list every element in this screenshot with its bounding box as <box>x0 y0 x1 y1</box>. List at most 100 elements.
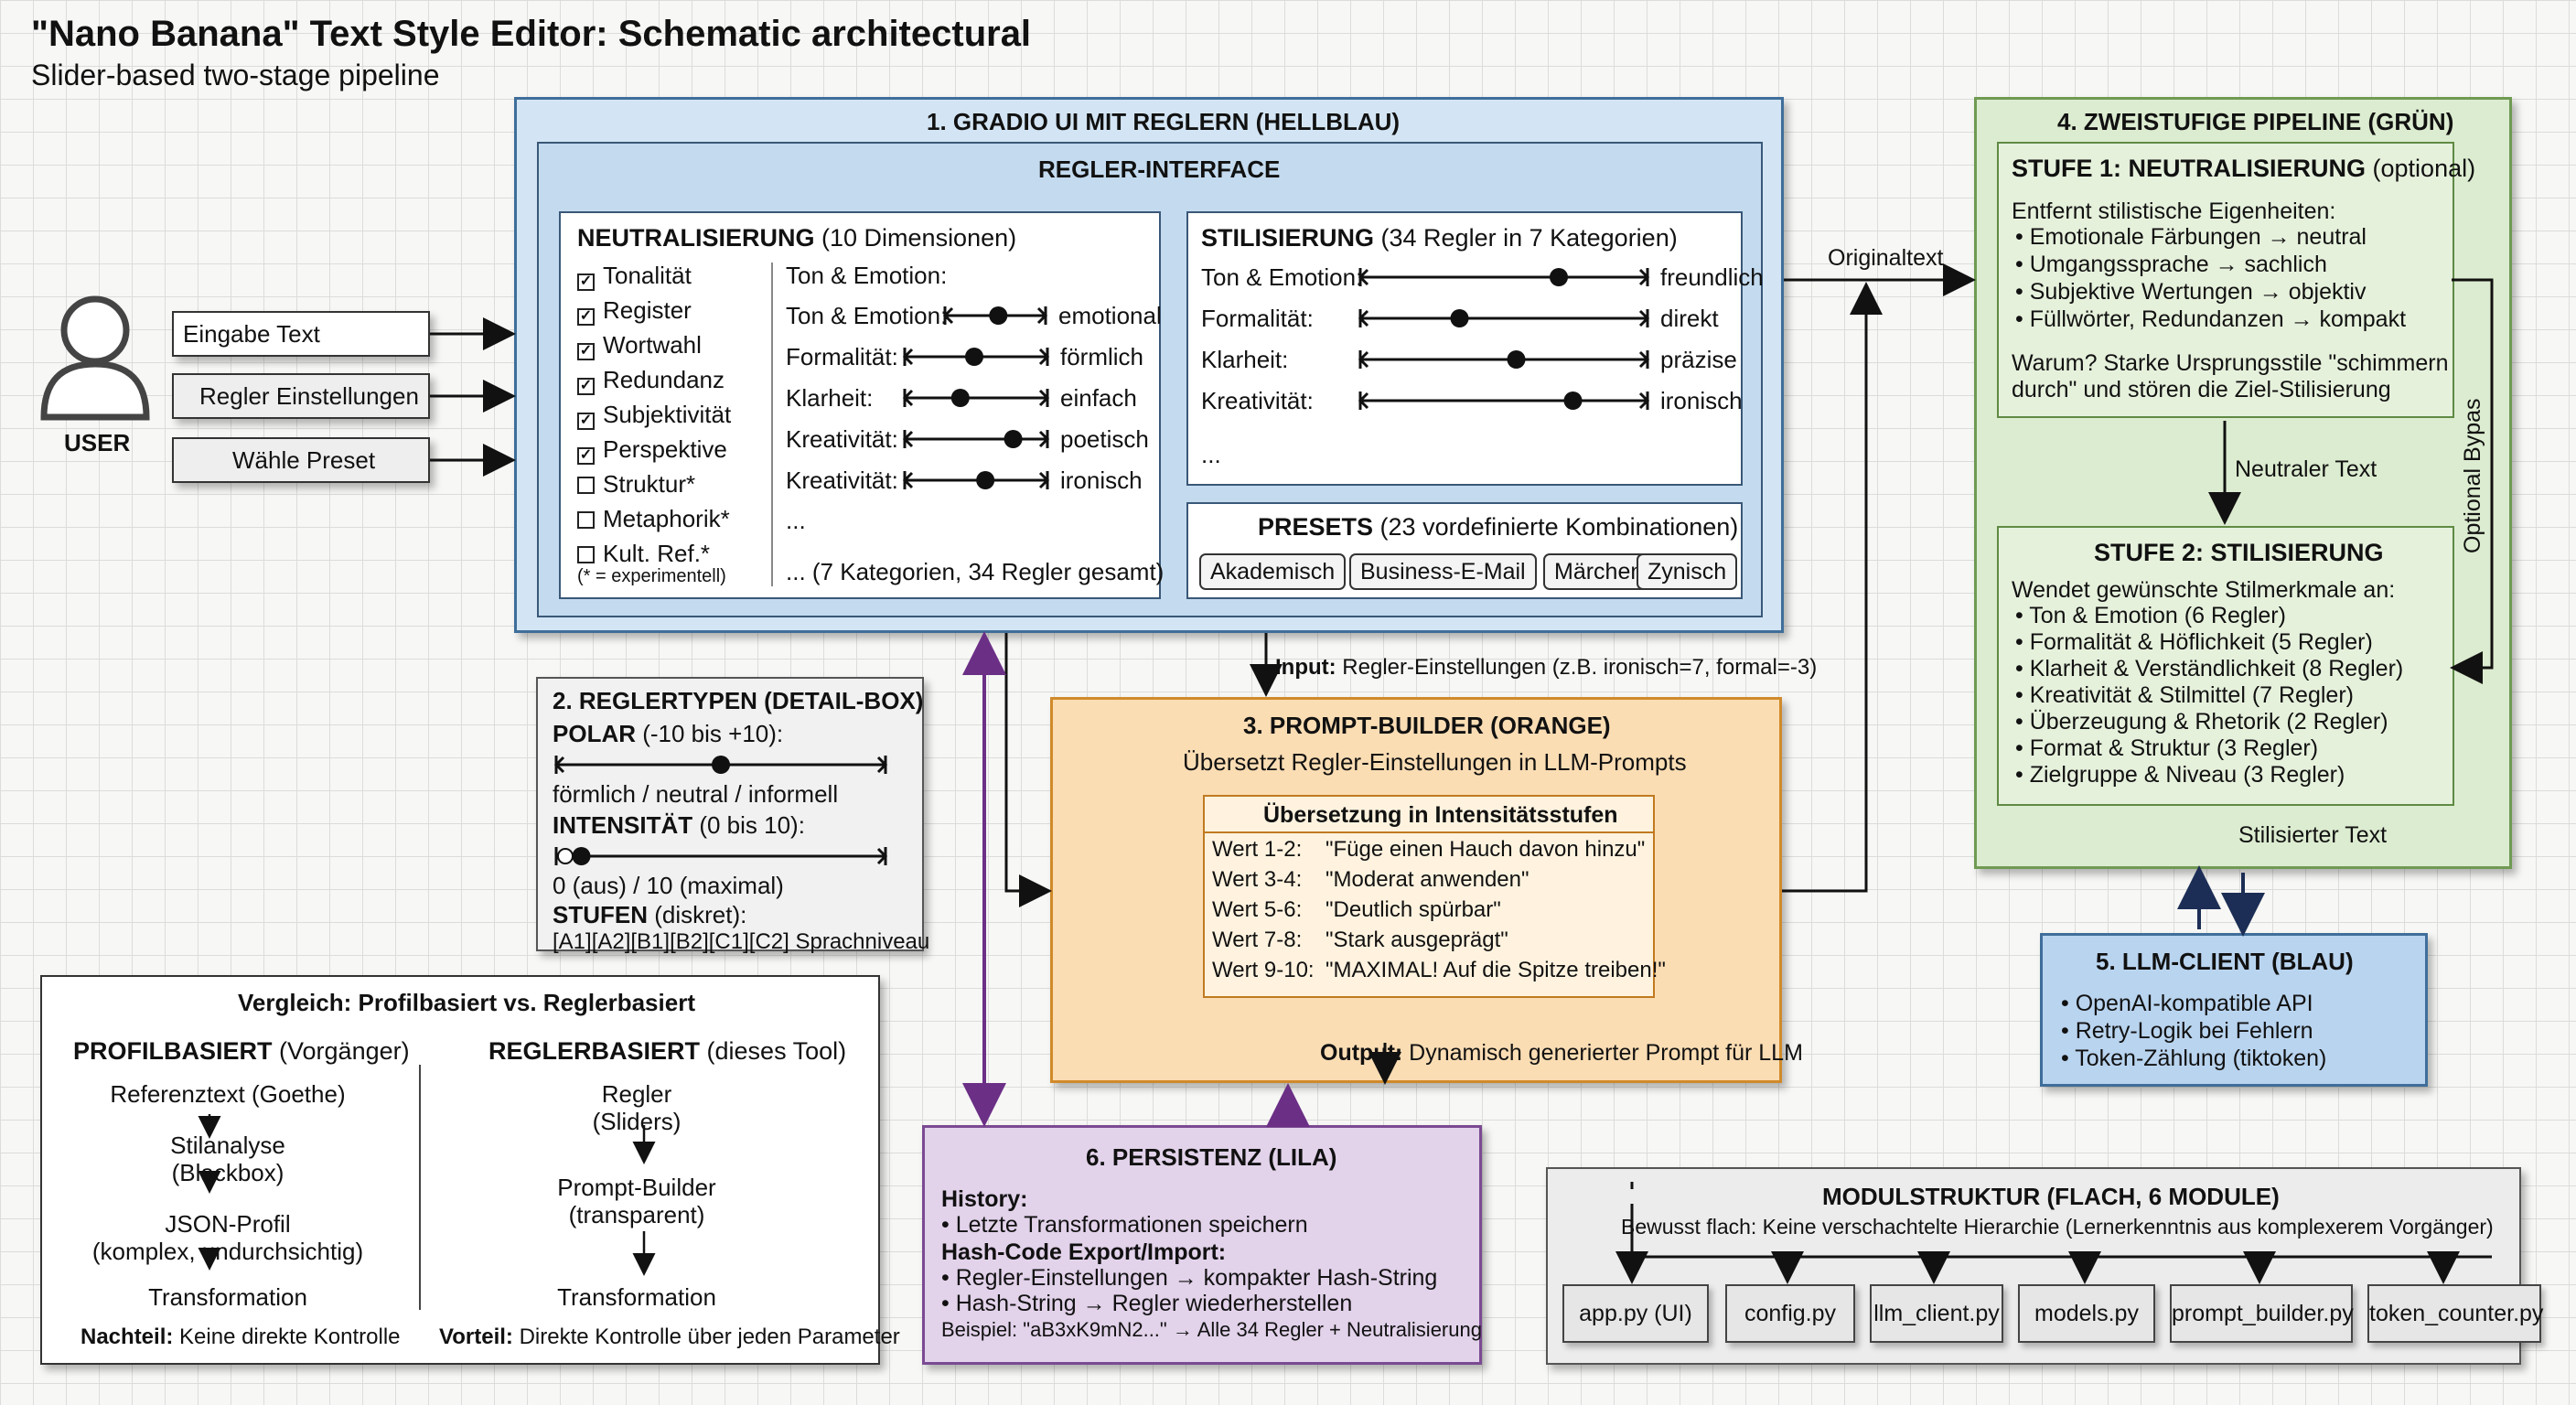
checkbox-icon: ✓ <box>577 273 595 291</box>
prompt-builder-panel: 3. PROMPT-BUILDER (ORANGE) Übersetzt Reg… <box>1050 697 1803 1083</box>
preset-zynisch[interactable]: Zynisch <box>1637 553 1738 590</box>
checkbox-icon <box>577 546 595 563</box>
checkbox-icon <box>577 511 595 529</box>
translation-rows: Wert 1-2:"Füge einen Hauch davon hinzu"W… <box>1212 837 1666 994</box>
dimension-label: Redundanz <box>603 366 724 393</box>
presets-panel: PRESETS (23 vordefinierte Kombinationen)… <box>1186 502 1743 599</box>
dimension-checkbox-item[interactable]: Kult. Ref.* <box>577 540 711 568</box>
intensity-level-text: "Stark ausgeprägt" <box>1326 928 1508 952</box>
stil-slider-track[interactable] <box>1357 346 1657 373</box>
intensity-level-key: Wert 5-6: <box>1212 897 1303 922</box>
stage1-why: Warum? Starke Ursprungsstile "schimmern … <box>2012 350 2449 402</box>
polar-knob <box>712 756 730 774</box>
preset-maerchen[interactable]: Märchen <box>1543 553 1655 590</box>
neutral-slider-knob <box>965 348 983 366</box>
page-title: "Nano Banana" Text Style Editor: Schemat… <box>31 14 1032 54</box>
neutral-ellipsis: ... <box>786 507 806 534</box>
stilisierung-title: STILISIERUNG (34 Regler in 7 Kategorien) <box>1201 224 1678 252</box>
dimension-checklist: ✓Tonalität✓Register✓Wortwahl✓Redundanz✓S… <box>577 262 778 567</box>
neutral-slider-target: einfach <box>1060 384 1137 412</box>
hash-item-2: • Hash-String → Regler wiederherstellen <box>941 1291 1353 1316</box>
intensity-translation-panel: Übersetzung in Intensitätsstufen Wert 1-… <box>1203 795 1666 998</box>
neutral-slider-label: Klarheit: <box>786 384 874 412</box>
regler-step-3: Transformation <box>557 1283 716 1311</box>
stil-slider-track[interactable] <box>1357 263 1657 291</box>
hash-item-1: • Regler-Einstellungen → kompakter Hash-… <box>941 1265 1438 1291</box>
stage1-item: • Füllwörter, Redundanzen → kompakt <box>2015 306 2407 332</box>
stage1-item: • Umgangssprache → sachlich <box>2015 252 2327 277</box>
dimension-label: Kult. Ref.* <box>603 540 711 567</box>
translation-rule <box>1205 831 1653 833</box>
neutral-slider-track[interactable] <box>901 467 1057 494</box>
neutral-slider-track[interactable] <box>901 425 1057 453</box>
prompt-builder-title: 3. PROMPT-BUILDER (ORANGE) <box>1243 712 1611 739</box>
stage2-panel: STUFE 2: STILISIERUNG Wendet gewünschte … <box>1997 526 2454 806</box>
profil-step-2: Stilanalyse (Blackbox) <box>170 1132 285 1186</box>
prompt-output-label: Output: Dynamisch generierter Prompt für… <box>1320 1040 1803 1066</box>
stil-slider-label: Formalität: <box>1201 305 1314 332</box>
neutral-slider-target: ironisch <box>1060 467 1143 494</box>
stil-slider-knob <box>1450 309 1469 327</box>
persistence-panel: 6. PERSISTENZ (LILA) History: • Letzte T… <box>922 1125 1482 1365</box>
dimension-checkbox-item[interactable]: ✓Wortwahl <box>577 331 702 360</box>
dimension-checkbox-item[interactable]: Metaphorik* <box>577 505 730 533</box>
stage2-list: • Ton & Emotion (6 Regler)• Formalität &… <box>2012 603 2451 795</box>
neutralisierung-title: NEUTRALISIERUNG (10 Dimensionen) <box>577 224 1017 252</box>
stil-slider-target: ironisch <box>1660 387 1743 414</box>
llm-client-panel: 5. LLM-CLIENT (BLAU) • OpenAI-kompatible… <box>2040 933 2428 1087</box>
stil-slider-track[interactable] <box>1357 305 1657 332</box>
stil-slider-track[interactable] <box>1357 387 1657 414</box>
stilisierung-panel: STILISIERUNG (34 Regler in 7 Kategorien)… <box>1186 211 1764 486</box>
dimension-checkbox-item[interactable]: ✓Subjektivität <box>577 401 731 430</box>
intensity-level-text: "Deutlich spürbar" <box>1326 897 1501 922</box>
module-llm-client: llm_client.py <box>1870 1284 2003 1343</box>
neutral-slider-track[interactable] <box>901 384 1057 412</box>
polar-caption: förmlich / neutral / informell <box>553 780 839 808</box>
neutral-slider-knob <box>976 471 995 489</box>
input-settings-label: Input: Regler-Einstellungen (z.B. ironis… <box>1275 655 1818 680</box>
dimension-checkbox-item[interactable]: ✓Tonalität <box>577 262 692 291</box>
neutralisierung-panel: NEUTRALISIERUNG (10 Dimensionen) ✓Tonali… <box>559 211 1164 599</box>
stil-slider-label: Ton & Emotion: <box>1201 263 1363 291</box>
dimension-label: Metaphorik* <box>603 505 730 532</box>
styled-text-label: Stilisierter Text <box>2238 822 2388 848</box>
intensity-level-text: "Moderat anwenden" <box>1326 867 1530 892</box>
gradio-ui-panel: 1. GRADIO UI MIT REGLERN (HELLBLAU) REGL… <box>514 97 1784 633</box>
history-heading: History: <box>941 1186 1028 1212</box>
dimension-label: Perspektive <box>603 435 727 463</box>
module-app: app.py (UI) <box>1562 1284 1709 1343</box>
dimension-checkbox-item[interactable]: ✓ Perspektive <box>577 435 727 465</box>
preset-business-email[interactable]: Business-E-Mail <box>1349 553 1537 590</box>
module-structure-title: MODULSTRUKTUR (FLACH, 6 MODULE) <box>1822 1183 2280 1210</box>
dimension-checkbox-item[interactable]: ✓Register <box>577 296 692 326</box>
profil-step-4: Transformation <box>148 1283 307 1311</box>
intensity-level-key: Wert 3-4: <box>1212 867 1303 892</box>
checkbox-icon: ✓ <box>577 343 595 360</box>
dimension-checkbox-item[interactable]: ✓ Redundanz <box>577 366 724 395</box>
stil-slider-target: direkt <box>1660 305 1719 332</box>
checkbox-icon: ✓ <box>577 378 595 395</box>
stage1-title: STUFE 1: NEUTRALISIERUNG (optional) <box>2012 155 2476 182</box>
checkbox-icon: ✓ <box>577 447 595 465</box>
llm-client-title: 5. LLM-CLIENT (BLAU) <box>2096 948 2354 975</box>
intensity-knob <box>572 847 591 865</box>
neutral-slider-track[interactable] <box>901 343 1057 370</box>
regler-title: REGLERBASIERT (dieses Tool) <box>488 1037 847 1065</box>
user-label: USER <box>64 429 131 456</box>
dimension-checkbox-item[interactable]: Struktur* <box>577 470 695 499</box>
intensity-level-text: "MAXIMAL! Auf die Spitze treiben!" <box>1326 958 1666 982</box>
stil-ellipsis: ... <box>1201 441 1221 468</box>
stil-slider-knob <box>1550 268 1568 286</box>
stil-slider-knob <box>1507 350 1526 369</box>
polar-slider <box>553 756 888 774</box>
preset-akademisch[interactable]: Akademisch <box>1199 553 1347 590</box>
neutral-slider-track[interactable] <box>941 302 1055 329</box>
comparison-panel: Vergleich: Profilbasiert vs. Reglerbasie… <box>40 975 900 1365</box>
checkbox-icon: ✓ <box>577 413 595 430</box>
llm-item-3: • Token-Zählung (tiktoken) <box>2061 1046 2327 1071</box>
dimension-label: Register <box>603 296 692 324</box>
regler-interface-panel: REGLER-INTERFACE NEUTRALISIERUNG (10 Dim… <box>537 142 1764 617</box>
neutral-divider <box>771 263 773 586</box>
stage2-item: • Zielgruppe & Niveau (3 Regler) <box>2015 762 2345 788</box>
